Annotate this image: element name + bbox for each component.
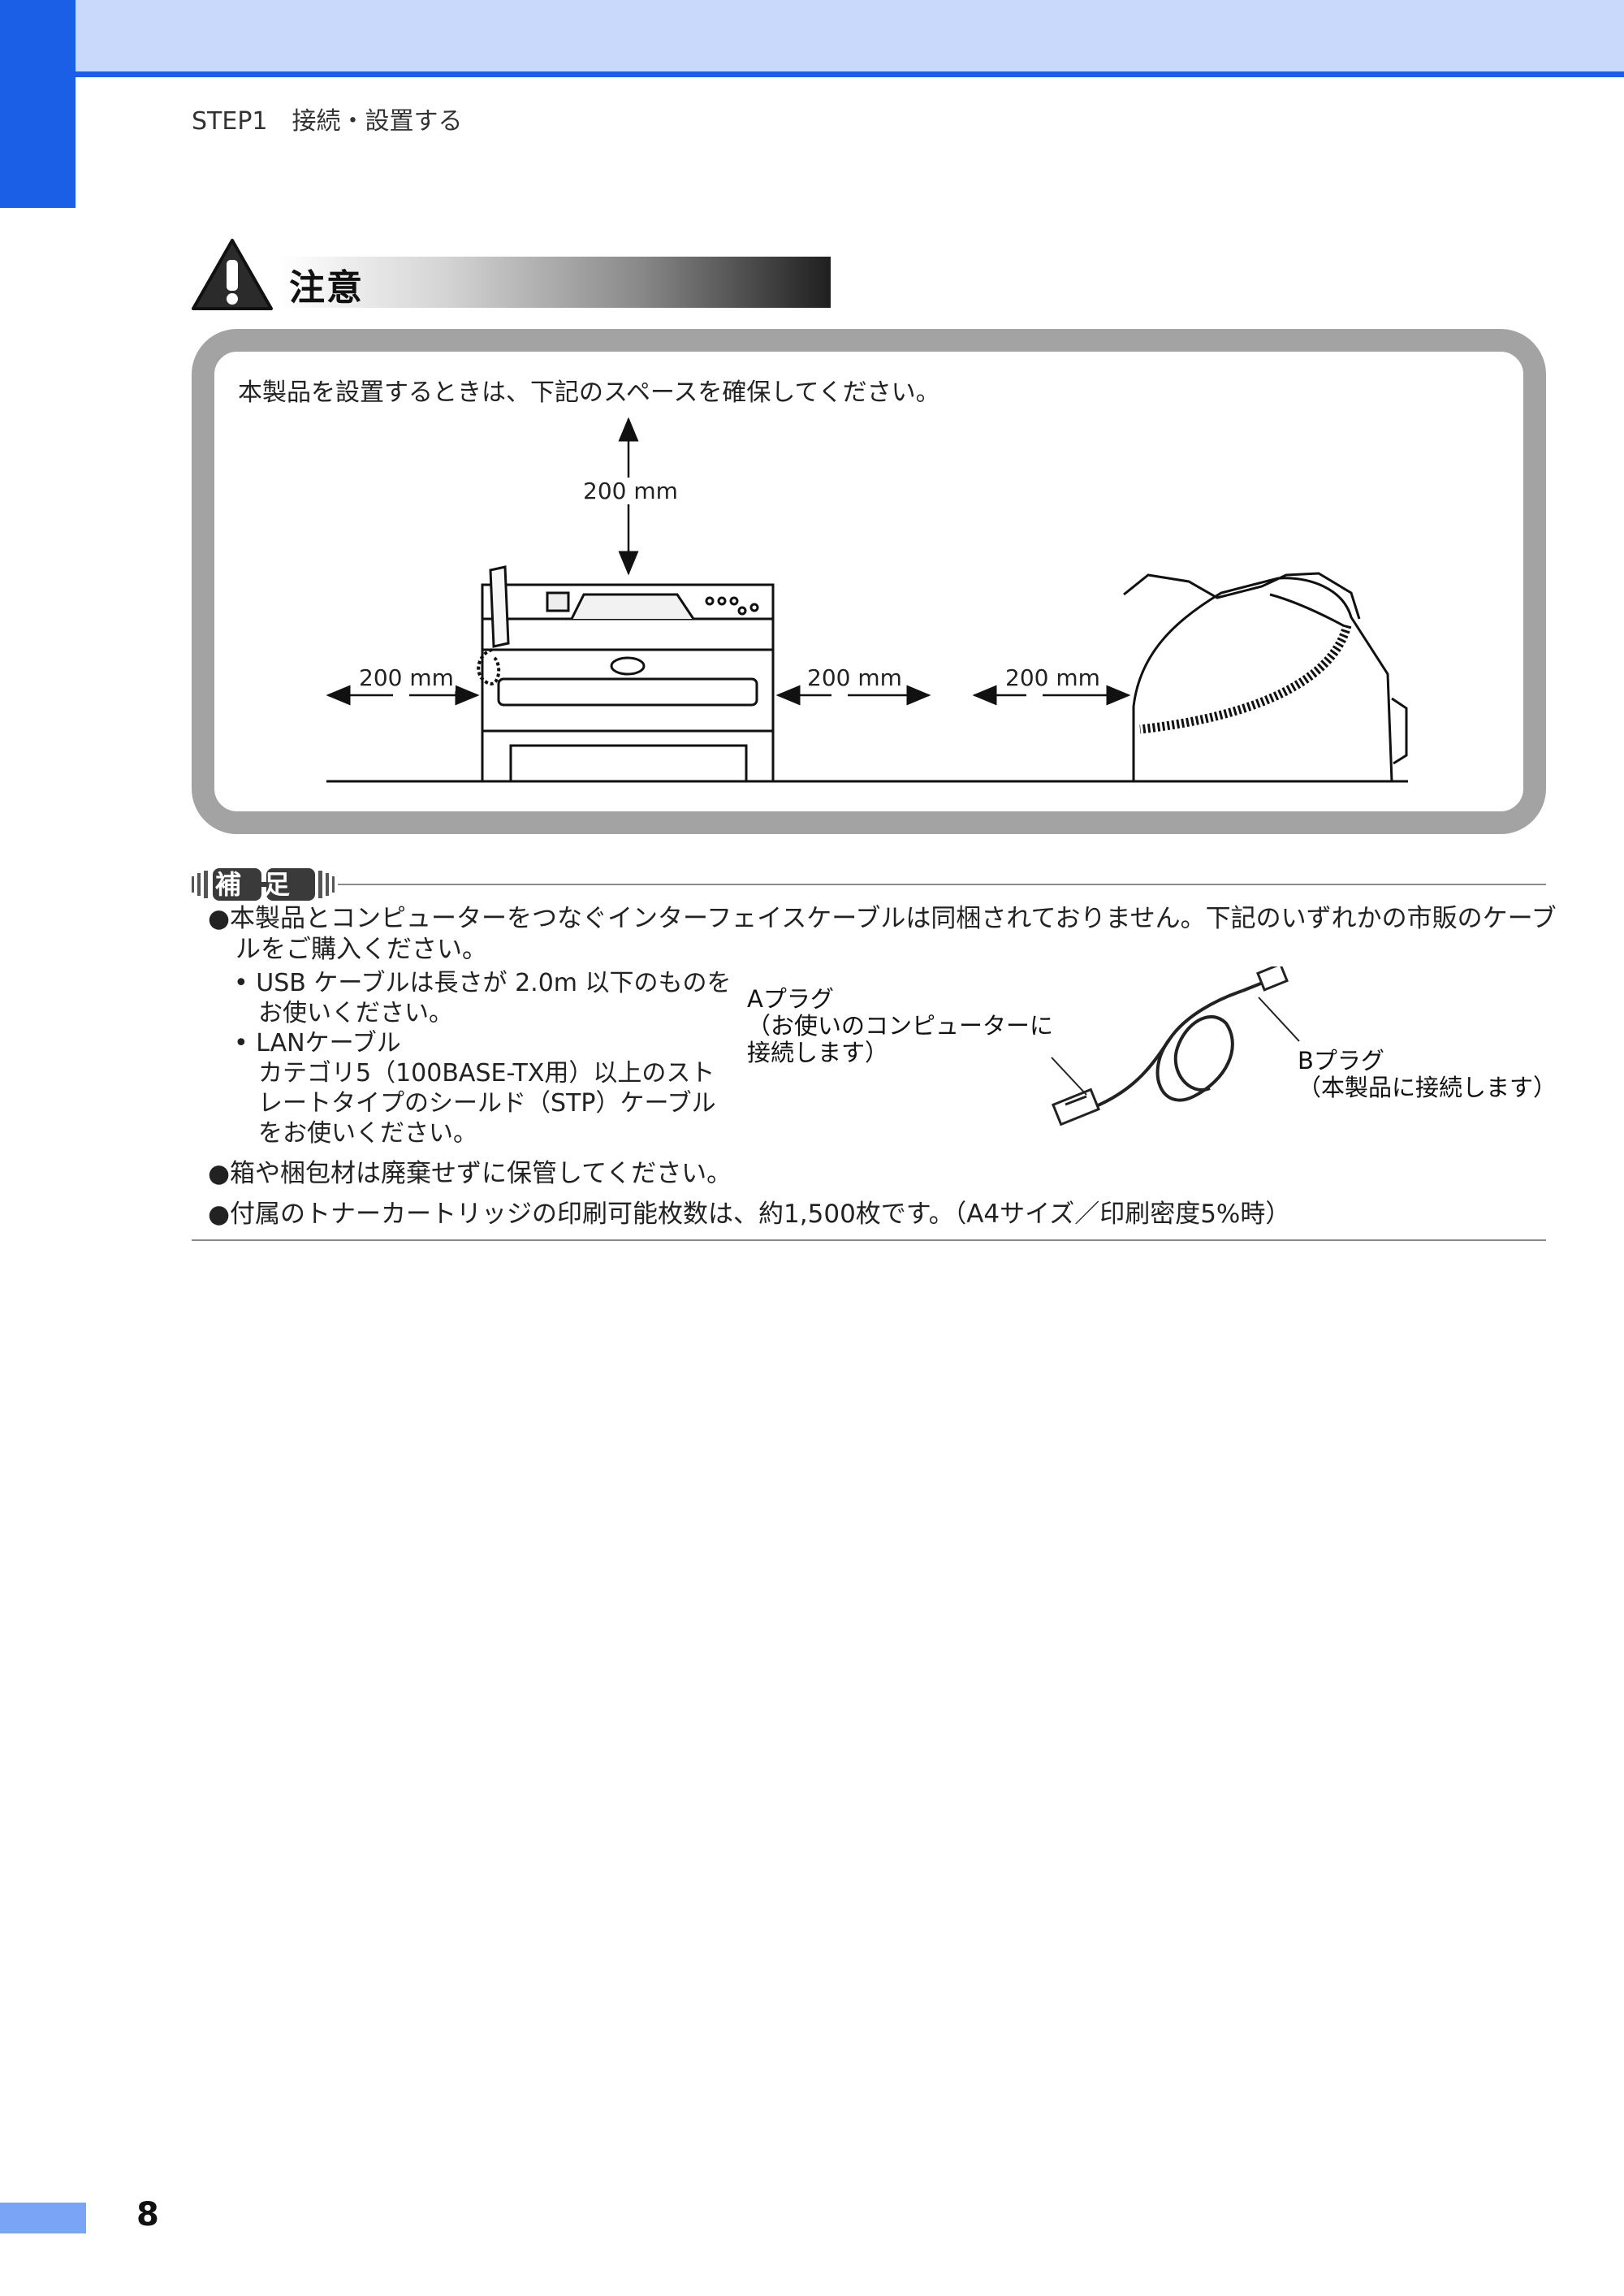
cable-requirements: • USB ケーブルは長さが 2.0m 以下のものを お使いください。 • LA… xyxy=(234,968,732,1148)
running-head: STEP1 接続・設置する xyxy=(192,107,463,136)
supplement-rule xyxy=(338,884,1546,885)
chapter-side-tab xyxy=(0,0,76,208)
supplement-bullet-1: ●本製品とコンピューターをつなぐインターフェイスケーブルは同梱されておりません。… xyxy=(208,903,1557,965)
header-rule xyxy=(75,71,1624,77)
printer-side-view xyxy=(1123,572,1408,783)
usb-cable-diagram xyxy=(1051,966,1300,1126)
plug-a-connector xyxy=(1051,1087,1101,1126)
lan-item-cont-3: をお使いください。 xyxy=(234,1119,477,1148)
plug-a-desc-2: 接続します） xyxy=(747,1039,889,1066)
lan-item-cont-2: レートタイプのシールド（STP）ケーブル xyxy=(234,1089,716,1118)
plug-a-desc-1: （お使いのコンピューターに xyxy=(747,1012,1054,1040)
dimension-back: 200 mm xyxy=(1004,664,1102,691)
supplement-label: 補足 xyxy=(215,869,313,900)
supplement-badge: 補足 xyxy=(192,868,335,901)
supplement-bullet-3: ●付属のトナーカートリッジの印刷可能枚数は、約1,500枚です。（A4サイズ／印… xyxy=(208,1200,1291,1229)
plug-a-callout: Aプラグ （お使いのコンピューターに 接続します） xyxy=(747,986,1053,1066)
dimension-right: 200 mm xyxy=(806,664,904,691)
usb-item: • USB ケーブルは長さが 2.0m 以下のものを xyxy=(234,969,732,997)
plug-b-callout: Bプラグ （本製品に接続します） xyxy=(1298,1048,1557,1101)
page-number: 8 xyxy=(136,2196,159,2233)
installation-space-diagram xyxy=(326,417,1408,783)
plug-b-name: Bプラグ xyxy=(1298,1047,1384,1074)
plug-b-connector xyxy=(1256,966,1289,992)
printer-front-view xyxy=(477,565,775,783)
dimension-top: 200 mm xyxy=(581,478,680,504)
lan-item-cont-1: カテゴリ5（100BASE-TX用）以上のスト xyxy=(234,1059,715,1087)
supplement-bullet-2: ●箱や梱包材は廃棄せずに保管してください。 xyxy=(208,1159,732,1188)
warning-icon xyxy=(192,239,273,310)
dimension-left: 200 mm xyxy=(357,664,456,691)
lan-item: • LANケーブル xyxy=(234,1029,401,1057)
caution-label: 注意 xyxy=(289,267,364,309)
plug-b-leader xyxy=(1258,997,1300,1042)
plug-a-leader xyxy=(1051,1057,1087,1096)
plug-a-name: Aプラグ xyxy=(747,985,834,1013)
header-band xyxy=(0,0,1624,75)
bullet-1-line-1: ●本製品とコンピューターをつなぐインターフェイスケーブルは同梱されておりません。… xyxy=(208,904,1557,933)
footer-tab xyxy=(0,2203,86,2233)
usb-item-cont: お使いください。 xyxy=(234,999,453,1027)
bullet-1-line-2: ルをご購入ください。 xyxy=(235,935,487,964)
caution-text: 本製品を設置するときは、下記のスペースを確保してください。 xyxy=(238,378,940,407)
caution-heading-bar xyxy=(280,257,831,308)
plug-b-desc: （本製品に接続します） xyxy=(1298,1074,1557,1101)
supplement-bottom-rule xyxy=(192,1239,1546,1241)
